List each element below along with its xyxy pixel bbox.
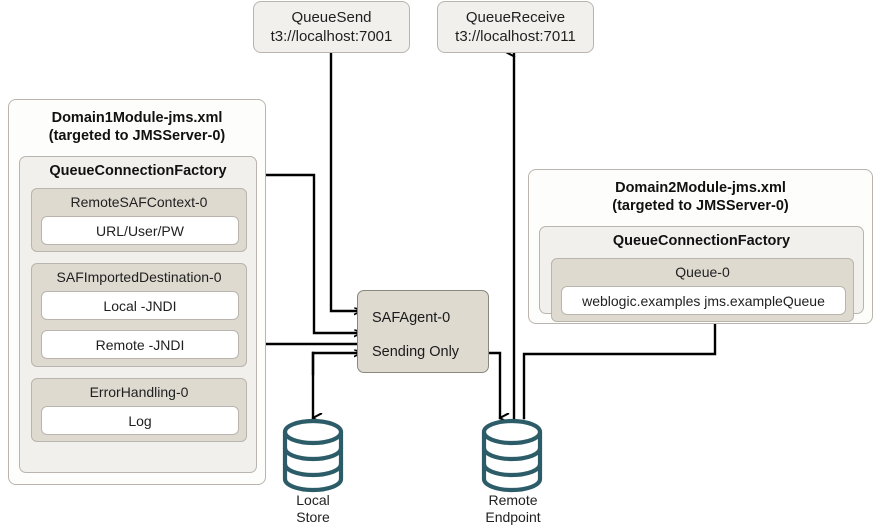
group-queue-0[interactable]: Queue-0 weblogic.examples jms.exampleQue…: [551, 258, 854, 322]
safimporteddestination-0-title: SAFImportedDestination-0: [56, 269, 222, 285]
queue-0-title: Queue-0: [675, 264, 730, 280]
remote-endpoint-label: Remote Endpoint: [457, 492, 569, 526]
group-errorhandling-0[interactable]: ErrorHandling-0 Log: [31, 378, 247, 442]
group-safimporteddestination-0[interactable]: SAFImportedDestination-0 Local -JNDI Rem…: [31, 263, 247, 367]
safagent-name: SAFAgent-0: [372, 310, 451, 326]
domain2-title: Domain2Module-jms.xml (targeted to JMSSe…: [529, 170, 872, 215]
domain2-title-line2: (targeted to JMSServer-0): [612, 198, 789, 214]
endpoint-queuesend[interactable]: QueueSend t3://localhost:7001: [253, 1, 410, 53]
endpoint-queuereceive[interactable]: QueueReceive t3://localhost:7011: [437, 1, 594, 53]
queuereceive-name: QueueReceive: [465, 9, 566, 26]
errorhandling-0-title: ErrorHandling-0: [89, 384, 189, 400]
remote-endpoint-icon: [481, 418, 543, 493]
remote-endpoint-label-line1: Remote: [488, 492, 538, 508]
connector-sendingonly-input: [311, 353, 361, 376]
leaf-example-queue[interactable]: weblogic.examples jms.exampleQueue: [561, 286, 846, 315]
queuereceive-url: t3://localhost:7011: [455, 28, 576, 45]
safagent-mode: Sending Only: [372, 344, 460, 360]
leaf-url-user-pw[interactable]: URL/User/PW: [41, 216, 239, 245]
remote-endpoint-label-line2: Endpoint: [485, 509, 541, 525]
queuesend-name: QueueSend: [291, 9, 372, 26]
group-remotesafcontext-0[interactable]: RemoteSAFContext-0 URL/User/PW: [31, 188, 247, 252]
connector-factory-to-safagent: [264, 173, 361, 333]
connector-queuesend-to-safagent: [329, 49, 361, 311]
domain1-factory-label: QueueConnectionFactory: [49, 163, 227, 179]
domain1-queueconnectionfactory[interactable]: QueueConnectionFactory RemoteSAFContext-…: [19, 156, 257, 473]
domain1-title-line1: Domain1Module-jms.xml: [51, 110, 223, 126]
domain1-title: Domain1Module-jms.xml (targeted to JMSSe…: [9, 100, 265, 145]
leaf-log[interactable]: Log: [41, 406, 239, 435]
local-store-label-line1: Local: [296, 492, 330, 508]
domain1-title-line2: (targeted to JMSServer-0): [48, 128, 226, 144]
connector-queue0-to-remote-endpoint: [522, 322, 717, 420]
safagent-box[interactable]: SAFAgent-0 Sending Only: [357, 290, 489, 373]
domain2-title-line1: Domain2Module-jms.xml: [615, 180, 786, 196]
remotesafcontext-0-title: RemoteSAFContext-0: [70, 194, 208, 210]
domain2-queueconnectionfactory[interactable]: QueueConnectionFactory Queue-0 weblogic.…: [539, 226, 864, 322]
local-store-label: Local Store: [263, 492, 363, 526]
panel-domain2: Domain2Module-jms.xml (targeted to JMSSe…: [528, 169, 873, 324]
local-store-label-line2: Store: [296, 509, 330, 525]
panel-domain1: Domain1Module-jms.xml (targeted to JMSSe…: [8, 99, 266, 485]
local-store-icon: [282, 418, 344, 493]
domain2-factory-label: QueueConnectionFactory: [612, 233, 791, 249]
queuesend-url: t3://localhost:7001: [270, 28, 393, 45]
leaf-remote-jndi[interactable]: Remote -JNDI: [41, 330, 239, 359]
leaf-local-jndi[interactable]: Local -JNDI: [41, 291, 239, 320]
